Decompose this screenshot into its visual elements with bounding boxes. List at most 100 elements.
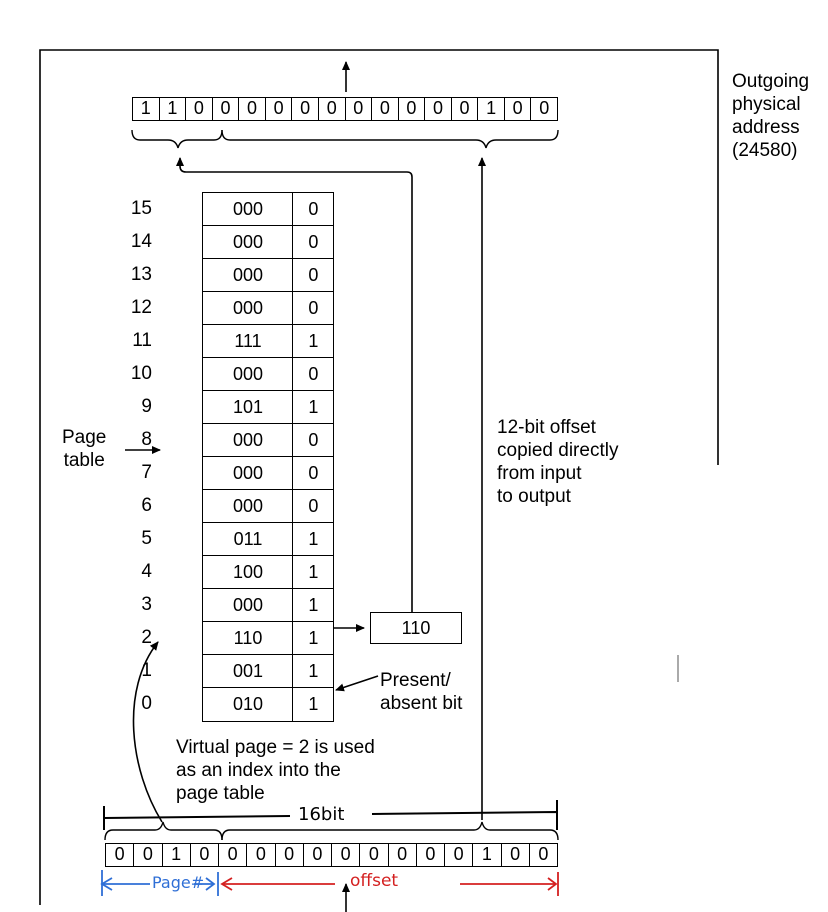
present-bit-cell: 0	[292, 258, 335, 293]
page-index: 3	[141, 594, 152, 615]
page-frame-cell: 000	[202, 258, 294, 293]
page-index: 8	[141, 429, 152, 450]
page-frame-cell: 000	[202, 192, 294, 227]
offset-brace-bottom	[221, 821, 559, 841]
present-bit-label-line: absent bit	[380, 693, 463, 714]
present-bit-cell: 1	[292, 390, 335, 425]
page-frame-cell: 010	[202, 687, 294, 722]
present-bit-cell: 0	[292, 456, 335, 491]
offset-note-line: copied directly	[497, 440, 619, 461]
hand-16bit-label: 16bit	[298, 804, 345, 825]
outgoing-bit: 0	[399, 98, 426, 120]
hand-page-arrow	[100, 870, 219, 896]
outgoing-label-line: address	[732, 117, 800, 138]
present-bit-label: Present/ absent bit	[380, 669, 462, 715]
hand-16bit-span	[103, 800, 558, 830]
incoming-bit: 0	[247, 844, 276, 866]
page-table-label-line: table	[63, 450, 105, 471]
page-index: 11	[132, 330, 152, 351]
offset-note-line: 12-bit offset	[497, 417, 596, 438]
page-index: 4	[141, 561, 152, 582]
outgoing-bit: 0	[213, 98, 240, 120]
outgoing-label-line: Outgoing	[732, 71, 810, 92]
page-frame-cell: 000	[202, 423, 294, 458]
incoming-bit: 0	[276, 844, 304, 866]
page-frame-cell: 110	[202, 621, 294, 656]
incoming-bit: 1	[163, 844, 191, 866]
incoming-bit: 0	[332, 844, 361, 866]
page-index: 7	[141, 462, 152, 483]
page-frame-cell: 000	[202, 588, 294, 623]
present-bit-cell: 1	[292, 621, 335, 656]
present-bit-cell: 1	[292, 588, 335, 623]
page-index: 6	[141, 495, 152, 516]
hand-offset-arrow	[220, 872, 559, 896]
present-bit-cell: 1	[292, 522, 335, 557]
present-bit-cell: 0	[292, 291, 335, 326]
virtual-page-arrow	[132, 641, 163, 823]
outgoing-label-line: (24580)	[732, 140, 798, 161]
present-bit-cell: 1	[292, 654, 335, 689]
page-frame-cell: 000	[202, 489, 294, 524]
present-bit-label-line: Present/	[380, 670, 451, 691]
offset-note: 12-bit offset copied directly from input…	[497, 416, 618, 508]
incoming-bit: 0	[389, 844, 417, 866]
page-index: 1	[141, 660, 152, 681]
page-index: 15	[130, 198, 152, 219]
hand-page-label: Page#	[152, 873, 205, 892]
page-frame-cell: 000	[202, 291, 294, 326]
incoming-bit: 0	[417, 844, 445, 866]
incoming-bit: 1	[473, 844, 502, 866]
outgoing-label: Outgoing physical address (24580)	[732, 70, 809, 162]
page-index: 10	[130, 363, 152, 384]
incoming-bit: 0	[445, 844, 474, 866]
page-frame-cell: 000	[202, 357, 294, 392]
present-bit-cell: 0	[292, 423, 335, 458]
outgoing-label-line: physical	[732, 94, 801, 115]
virtual-page-note: Virtual page = 2 is used as an index int…	[176, 736, 375, 805]
page-index: 13	[130, 264, 152, 285]
incoming-bit: 0	[502, 844, 530, 866]
incoming-bit: 0	[304, 844, 332, 866]
incoming-bit: 0	[360, 844, 389, 866]
outgoing-bit: 0	[452, 98, 479, 120]
outgoing-bit: 0	[346, 98, 373, 120]
present-bit-cell: 0	[292, 489, 335, 524]
page-index: 9	[141, 396, 152, 417]
incoming-bit: 0	[106, 844, 135, 866]
selected-frame-box: 110	[370, 612, 462, 644]
outgoing-bit: 0	[372, 98, 399, 120]
outgoing-bit: 0	[266, 98, 293, 120]
page-frame-cell: 000	[202, 225, 294, 260]
offset-note-line: to output	[497, 486, 571, 507]
present-bit-label-arrow	[335, 675, 379, 692]
outgoing-bit: 0	[539, 98, 550, 118]
present-bit-cell: 0	[292, 192, 335, 227]
outgoing-bit: 1	[133, 98, 160, 120]
page-frame-cell: 111	[202, 324, 294, 359]
present-bit-cell: 1	[292, 687, 335, 722]
present-bit-cell: 0	[292, 357, 335, 392]
page-brace-bottom	[104, 821, 223, 841]
virtual-page-note-line: as an index into the	[176, 760, 341, 781]
page-index: 0	[141, 693, 152, 714]
page-index: 5	[141, 528, 152, 549]
outgoing-bit: 1	[160, 98, 187, 120]
incoming-bit: 0	[219, 844, 248, 866]
